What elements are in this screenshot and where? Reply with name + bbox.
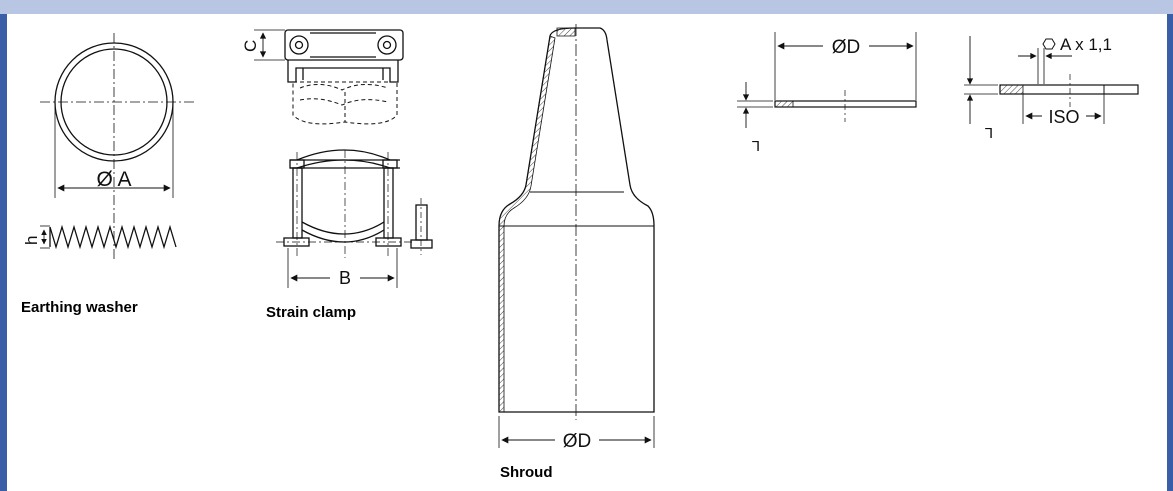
drawing-area xyxy=(7,14,1167,491)
nut-size-label: A x 1,1 xyxy=(1060,35,1112,54)
hexagon-icon xyxy=(1042,38,1056,50)
disc-thickness-label: L xyxy=(752,137,760,154)
thread-label: ISO xyxy=(1048,107,1079,127)
frame-header xyxy=(0,0,1173,14)
caption-earthing-washer: Earthing washer xyxy=(21,299,138,316)
caption-shroud: Shroud xyxy=(500,464,553,481)
clamp-height-label: C xyxy=(241,40,260,52)
shroud-wall-hatch xyxy=(498,35,556,413)
washer-diameter-label: Ø A xyxy=(96,168,131,191)
clamp-top-body xyxy=(284,29,404,61)
shroud-drawing xyxy=(498,24,655,450)
washer-serrated-profile xyxy=(49,224,177,250)
disc-diameter-label: ØD xyxy=(832,37,861,58)
nut-drawing xyxy=(964,36,1139,127)
earthing-washer-drawing xyxy=(40,33,196,262)
washer-height-label: h xyxy=(22,236,41,245)
clamp-upper-bow xyxy=(296,149,391,161)
clamp-width-label: B xyxy=(339,268,351,288)
clamp-cable-hidden xyxy=(292,81,398,125)
caption-strain-clamp: Strain clamp xyxy=(266,304,357,321)
shroud-diameter-label: ØD xyxy=(563,431,592,452)
strain-clamp-drawing xyxy=(254,29,433,288)
disc-drawing xyxy=(737,32,917,128)
nut-thickness-label: L xyxy=(985,124,993,141)
